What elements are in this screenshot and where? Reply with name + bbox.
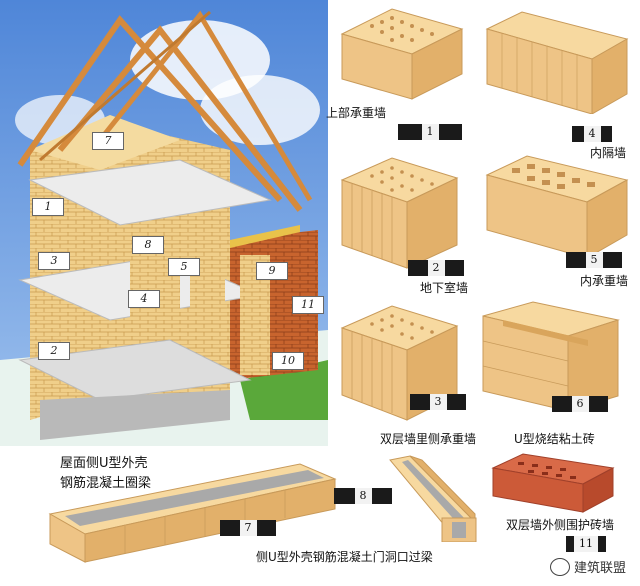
brick-3-caption: 双层墙里侧承重墙 bbox=[380, 432, 477, 446]
house-label-4: 4 bbox=[128, 290, 160, 308]
brick-1-illustration bbox=[340, 8, 464, 100]
brick-4-illustration bbox=[485, 11, 629, 114]
house-label-8: 8 bbox=[132, 236, 164, 254]
house-label-9: 9 bbox=[256, 262, 288, 280]
brick-2-badge: 2 bbox=[408, 260, 464, 276]
brick-11-number: 11 bbox=[574, 536, 598, 552]
brick-6-caption: U型烧结粘土砖 bbox=[514, 432, 595, 446]
brick-4-number: 4 bbox=[583, 126, 601, 142]
brick-4-caption: 内隔墙 bbox=[590, 146, 627, 160]
beam-7-number: 7 bbox=[239, 520, 257, 536]
brick-4-badge: 4 bbox=[572, 126, 612, 142]
house-label-11: 11 bbox=[292, 296, 324, 314]
watermark-text: 建筑联盟 bbox=[573, 561, 626, 576]
brick-6-badge: 6 bbox=[552, 396, 608, 412]
brick-11-badge: 11 bbox=[566, 536, 606, 552]
lintel-8-caption: 侧U型外壳钢筋混凝土门洞口过梁 bbox=[256, 550, 433, 564]
brick-3-number: 3 bbox=[429, 394, 447, 410]
brick-1-badge: 1 bbox=[398, 124, 462, 140]
brick-11-caption: 双层墙外侧围护砖墙 bbox=[506, 518, 615, 532]
lintel-8-badge: 8 bbox=[334, 488, 392, 504]
brick-11-illustration bbox=[491, 453, 615, 513]
lintel-8-illustration bbox=[389, 455, 477, 542]
brick-2-caption: 地下室墙 bbox=[420, 281, 469, 295]
house-label-10: 10 bbox=[272, 352, 304, 370]
brick-1-number: 1 bbox=[421, 124, 439, 140]
house-label-5: 5 bbox=[168, 258, 200, 276]
brick-5-badge: 5 bbox=[566, 252, 622, 268]
house-label-2: 2 bbox=[38, 342, 70, 360]
house-label-1: 1 bbox=[32, 198, 64, 216]
watermark: 建筑联盟 bbox=[549, 557, 626, 576]
brick-2-number: 2 bbox=[427, 260, 445, 276]
beam-7-badge: 7 bbox=[220, 520, 276, 536]
brick-6-illustration bbox=[482, 301, 620, 412]
house-label-7: 7 bbox=[92, 132, 124, 150]
brick-1-caption: 上部承重墙 bbox=[326, 106, 387, 120]
lintel-8-number: 8 bbox=[354, 488, 372, 504]
brick-2-illustration bbox=[340, 157, 459, 269]
beam-7-caption-line2: 钢筋混凝土圈梁 bbox=[60, 476, 152, 491]
wechat-icon bbox=[549, 557, 570, 576]
house-label-3: 3 bbox=[38, 252, 70, 270]
beam-7-illustration bbox=[48, 463, 337, 563]
house-cutaway-illustration bbox=[0, 0, 328, 446]
brick-5-number: 5 bbox=[585, 252, 603, 268]
brick-5-caption: 内承重墙 bbox=[580, 274, 629, 288]
brick-5-illustration bbox=[485, 155, 629, 259]
brick-3-badge: 3 bbox=[410, 394, 466, 410]
brick-6-number: 6 bbox=[571, 396, 589, 412]
beam-7-caption-line1: 屋面侧U型外壳 bbox=[60, 456, 148, 471]
